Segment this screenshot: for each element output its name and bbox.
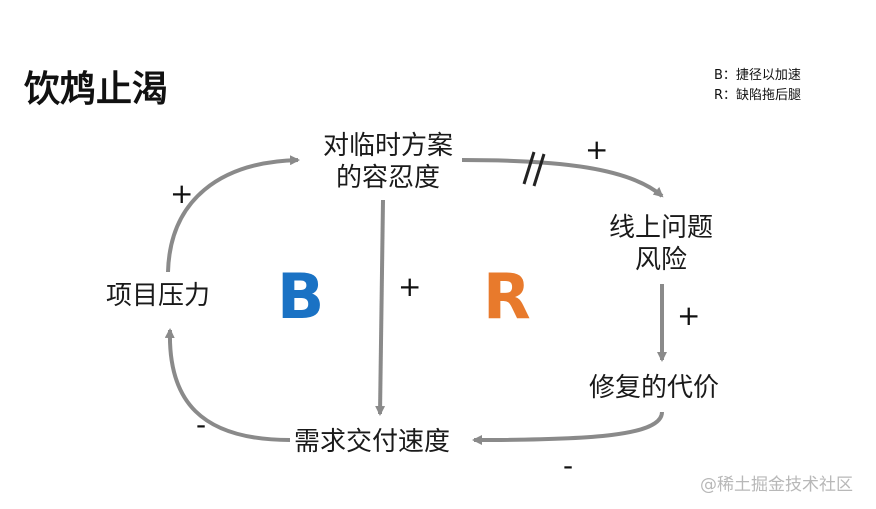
- node-risk: 线上问题 风险: [596, 212, 726, 276]
- arrow-speed-to-pressure: [164, 328, 291, 442]
- arrow-tolerance-to-risk: [461, 158, 664, 198]
- node-delivery-speed: 需求交付速度: [294, 427, 451, 457]
- arrow-tolerance-to-speed: [375, 199, 386, 416]
- legend-balancing-entry: B：捷径以加速: [714, 68, 801, 83]
- polarity-tolerance-to-risk: +: [585, 133, 609, 166]
- node-pressure: 项目压力: [106, 281, 211, 311]
- node-tolerance-line2: 的容忍度: [335, 163, 440, 193]
- node-tolerance: 对临时方案 的容忍度: [308, 130, 468, 194]
- node-tolerance-line1: 对临时方案: [322, 131, 453, 161]
- polarity-pressure-to-tolerance: +: [170, 177, 194, 210]
- watermark: @稀土掘金技术社区: [700, 475, 853, 495]
- delay-mark: [522, 151, 536, 185]
- legend-reinforcing-entry: R：缺陷拖后腿: [714, 88, 802, 103]
- node-risk-line2: 风险: [634, 245, 687, 275]
- polarity-fix-cost-to-speed: -: [563, 449, 574, 482]
- diagram-title: 饮鸩止渴: [24, 69, 169, 110]
- polarity-speed-to-pressure: -: [196, 408, 207, 441]
- loop-label-reinforcing: R: [483, 260, 531, 333]
- polarity-tolerance-to-speed: +: [398, 270, 422, 303]
- arrow-pressure-to-tolerance: [166, 155, 300, 273]
- node-risk-line1: 线上问题: [608, 213, 713, 243]
- delay-mark: [532, 153, 546, 187]
- polarity-risk-to-fix-cost: +: [677, 299, 701, 332]
- loop-label-balancing: B: [277, 260, 325, 333]
- arrow-fix-cost-to-speed: [472, 411, 664, 445]
- node-fix-cost: 修复的代价: [589, 373, 720, 403]
